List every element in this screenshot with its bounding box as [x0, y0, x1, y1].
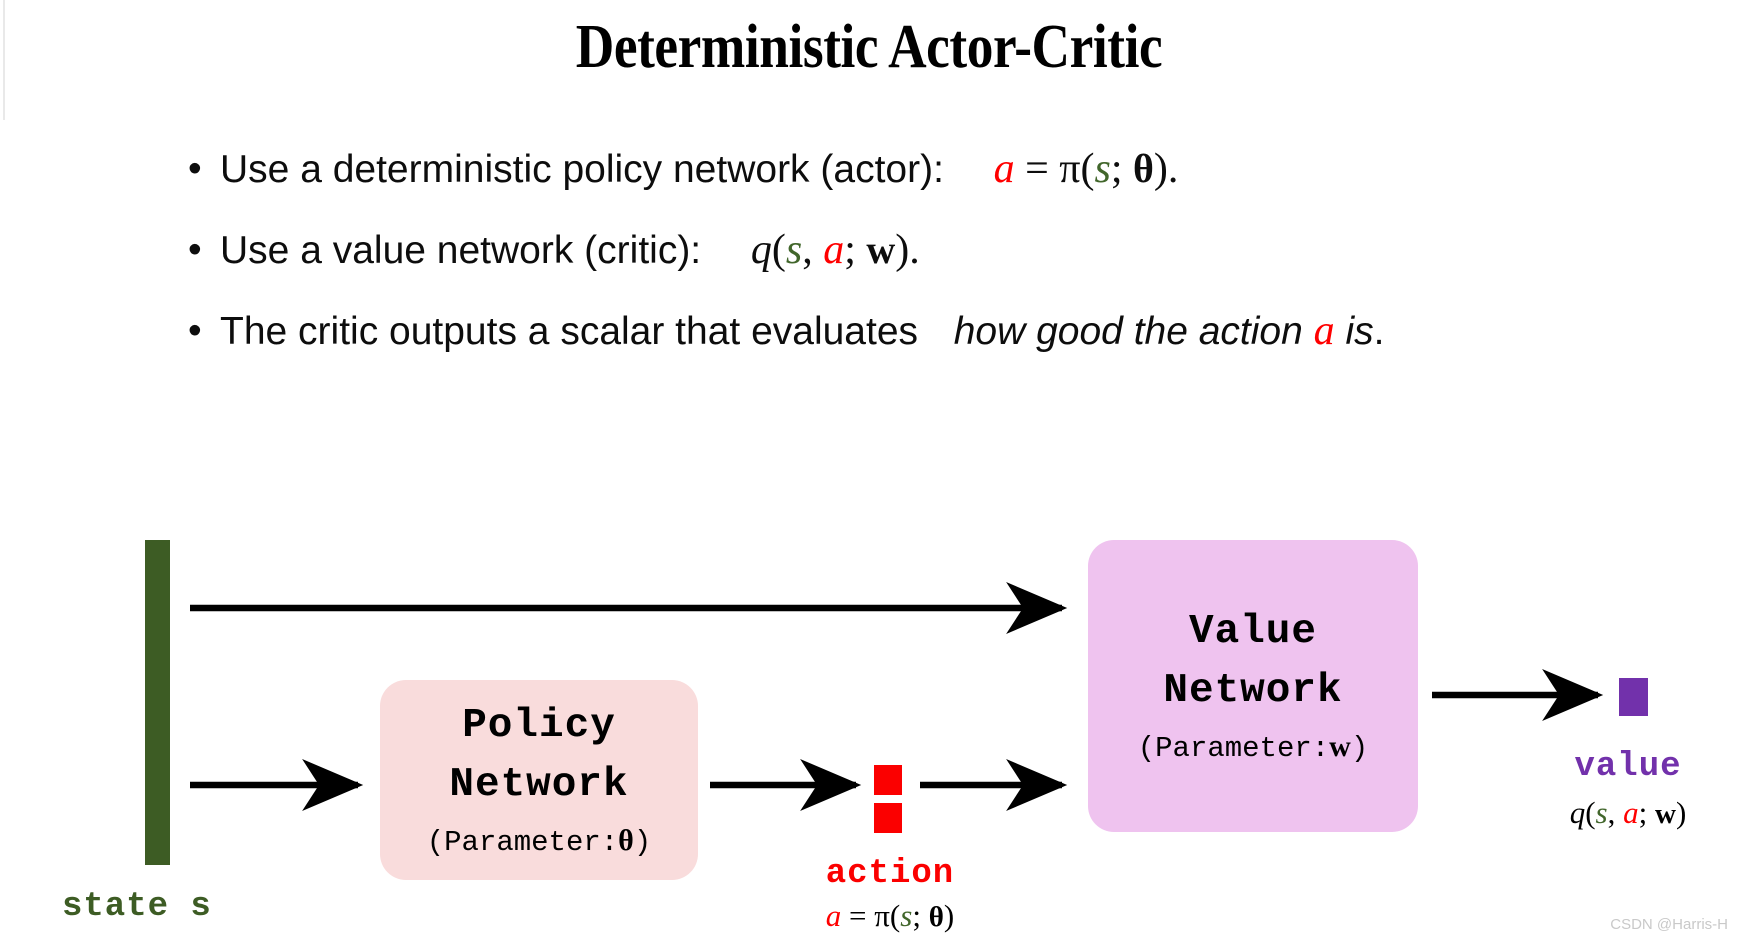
bullet-dot-icon: • [188, 228, 202, 271]
formula-semicolon: ; [1110, 146, 1134, 192]
list-item: • The critic outputs a scalar that evalu… [186, 305, 1666, 358]
bullet-text: Use a value network (critic): [220, 229, 702, 272]
slide-left-edge-rule [3, 0, 5, 120]
value-formula-q: q [1569, 795, 1586, 830]
policy-network-title-line1: Policy [462, 703, 616, 749]
policy-param-open: (Parameter: [426, 826, 619, 859]
value-output-formula: q(s, a; w) [1518, 795, 1738, 831]
value-formula-comma: , [1607, 795, 1624, 830]
value-formula-close: ) [1675, 795, 1687, 830]
value-param-close: ) [1350, 732, 1369, 765]
formula-var-s: s [1094, 146, 1111, 192]
policy-network-parameter: (Parameter:θ) [427, 821, 652, 863]
value-formula-a: a [1623, 795, 1639, 830]
formula-policy: a = π(s; θ). [993, 146, 1179, 192]
value-formula-w: w [1655, 798, 1676, 830]
formula-semicolon: ; [844, 227, 867, 273]
action-block-top [874, 765, 902, 795]
formula-var-a: a [993, 146, 1015, 192]
watermark: CSDN @Harris-H [1610, 916, 1728, 933]
value-formula-semicolon: ; [1638, 795, 1655, 830]
value-output-marker-icon [1619, 678, 1648, 716]
bullet-emphasis-text: how good the action [953, 310, 1314, 353]
value-network-box[interactable]: Value Network (Parameter:w) [1088, 540, 1418, 832]
formula-equals: = [1014, 146, 1060, 192]
action-formula-close: ) [943, 898, 955, 933]
formula-open: ( [771, 227, 786, 273]
formula-close: ). [895, 227, 920, 273]
policy-network-box[interactable]: Policy Network (Parameter:θ) [380, 680, 698, 880]
formula-var-a: a [1313, 308, 1335, 354]
action-formula-a: a [825, 898, 842, 933]
action-label: action [825, 855, 955, 893]
formula-var-s: s [785, 227, 803, 273]
formula-comma: , [802, 227, 824, 273]
value-network-title-line1: Value [1188, 609, 1318, 655]
state-label: state s [62, 888, 212, 926]
bullet-period: . [1373, 310, 1385, 353]
policy-network-title-line2: Network [449, 762, 629, 808]
value-network-title-line2: Network [1163, 668, 1343, 714]
bullet-list: • Use a deterministic policy network (ac… [186, 143, 1666, 386]
page-title: Deterministic Actor-Critic [575, 13, 1163, 81]
bullet-dot-icon: • [188, 147, 202, 190]
formula-w: w [866, 227, 896, 272]
formula-q: q [750, 227, 772, 273]
policy-param-close: ) [633, 826, 652, 859]
action-block-bottom [874, 803, 902, 833]
formula-value: q(s, a; w). [750, 227, 920, 273]
bullet-dot-icon: • [188, 309, 202, 352]
action-formula-theta: θ [928, 901, 944, 933]
bullet-text: Use a deterministic policy network (acto… [220, 148, 944, 191]
action-formula-semicolon: ; [912, 898, 929, 933]
formula-close: ). [1153, 146, 1179, 192]
value-param-symbol-w: w [1329, 730, 1351, 763]
policy-param-symbol-theta: θ [618, 824, 634, 857]
bullet-text: The critic outputs a scalar that evaluat… [220, 310, 919, 353]
value-formula-s: s [1595, 795, 1608, 830]
value-output-label: value [1574, 748, 1682, 786]
formula-theta: θ [1133, 146, 1154, 191]
value-formula-open: ( [1585, 795, 1596, 830]
state-bar [145, 540, 170, 865]
action-formula-s: s [900, 898, 913, 933]
value-param-open: (Parameter: [1137, 732, 1330, 765]
formula-pi-open: π( [1059, 146, 1095, 192]
value-network-parameter: (Parameter:w) [1138, 727, 1369, 769]
list-item: • Use a value network (critic): q(s, a; … [186, 224, 1666, 277]
formula-var-a: a [823, 227, 845, 273]
list-item: • Use a deterministic policy network (ac… [186, 143, 1666, 196]
bullet-emphasis-tail: is [1334, 310, 1374, 353]
action-formula-pi-open: π( [874, 898, 901, 933]
action-formula-equals: = [841, 898, 875, 933]
action-marker-icon [874, 765, 902, 833]
action-formula: a = π(s; θ) [790, 898, 990, 934]
